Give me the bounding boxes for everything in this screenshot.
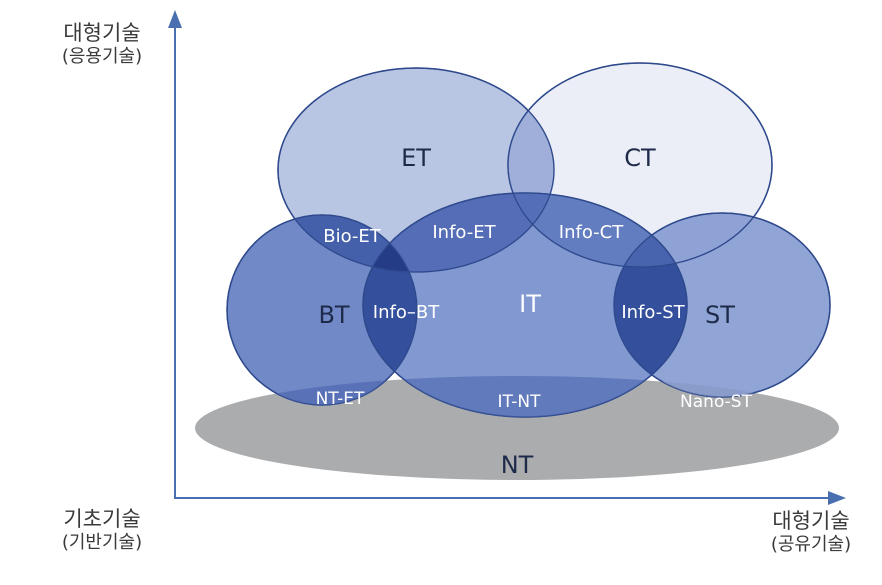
info-et-label: Info-ET <box>432 222 496 243</box>
y-axis-arrow-icon <box>168 10 182 28</box>
y-axis-label-main: 대형기술 <box>63 21 141 45</box>
it-ct-overlap <box>508 193 687 267</box>
nt-et-label: NT-ET <box>316 389 365 409</box>
origin-label-sub: (기반기술) <box>61 532 143 554</box>
info-st-label: Info-ST <box>621 302 685 323</box>
info-bt-label: Info–BT <box>373 302 440 323</box>
x-axis-label-main: 대형기술 <box>772 509 850 533</box>
ct-label: CT <box>624 144 656 172</box>
it-nt-label: IT-NT <box>497 392 541 412</box>
x-axis-arrow-icon <box>828 491 846 505</box>
nt-label: NT <box>501 451 534 479</box>
bt-label: BT <box>318 301 349 329</box>
it-label: IT <box>519 290 541 318</box>
origin-label-main: 기초기술 <box>63 507 141 531</box>
origin-label: 기초기술 (기반기술) <box>42 506 162 555</box>
et-label: ET <box>401 144 431 172</box>
st-label: ST <box>705 301 735 329</box>
it-et-overlap <box>363 193 554 272</box>
bio-et-label: Bio-ET <box>323 226 382 247</box>
info-ct-label: Info-CT <box>559 222 624 243</box>
nano-st-label: Nano-ST <box>680 392 753 412</box>
y-axis-label-sub: (응용기술) <box>61 46 143 68</box>
axes <box>168 10 846 505</box>
x-axis-label-sub: (공유기술) <box>770 534 852 556</box>
y-axis-label: 대형기술 (응용기술) <box>42 20 162 69</box>
bt-et-overlap <box>278 215 417 272</box>
nt-ellipse <box>195 376 839 480</box>
x-axis-label: 대형기술 (공유기술) <box>746 508 876 557</box>
